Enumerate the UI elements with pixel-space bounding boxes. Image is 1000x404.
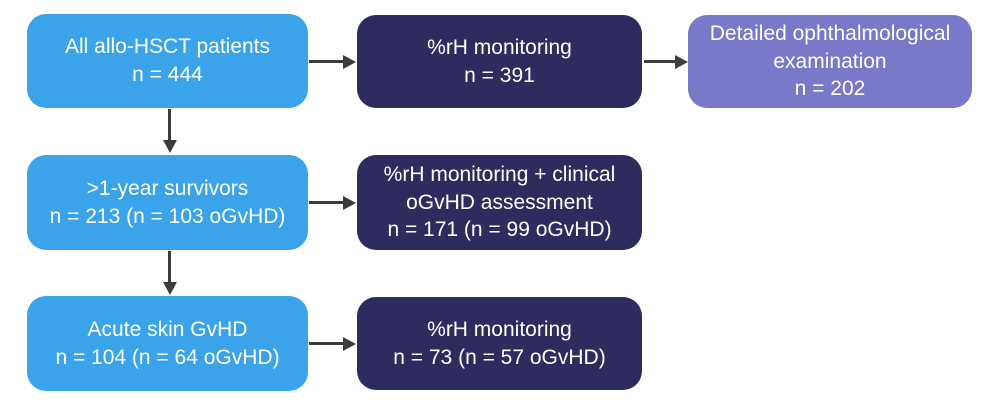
node-title: %rH monitoring	[427, 35, 572, 59]
node-title: %rH monitoring + clinical oGvHD assessme…	[383, 162, 616, 214]
node-count: n = 391	[464, 63, 535, 87]
node-title: %rH monitoring	[427, 317, 572, 341]
arrow-all-patients-to-rh-monitoring	[309, 54, 356, 69]
node-acute-skin-gvhd: Acute skin GvHD n = 104 (n = 64 oGvHD)	[27, 296, 308, 391]
node-count: n = 444	[132, 63, 203, 86]
node-title: Detailed ophthalmological examination	[709, 21, 951, 73]
node-count: n = 171 (n = 99 oGvHD)	[387, 218, 612, 242]
node-rh-monitoring-top: %rH monitoring n = 391	[357, 15, 642, 108]
arrow-acute-skin-gvhd-to-rh-monitoring	[309, 336, 356, 351]
arrow-all-patients-to-one-year-survivors	[162, 109, 177, 153]
node-title: All allo-HSCT patients	[64, 35, 271, 59]
arrow-survivors-to-rh-monitoring-clinical	[309, 195, 356, 210]
node-count: n = 213 (n = 103 oGvHD)	[49, 204, 286, 228]
node-title: Acute skin GvHD	[87, 317, 248, 341]
node-rh-monitoring-bottom: %rH monitoring n = 73 (n = 57 oGvHD)	[357, 297, 642, 390]
node-one-year-survivors: >1-year survivors n = 213 (n = 103 oGvHD…	[27, 155, 308, 250]
node-count: n = 73 (n = 57 oGvHD)	[393, 345, 606, 369]
arrow-survivors-to-acute-skin-gvhd	[162, 251, 177, 295]
node-title: >1-year survivors	[86, 176, 249, 200]
node-all-allo-hsct-patients: All allo-HSCT patients n = 444	[27, 14, 308, 108]
arrow-rh-monitoring-to-ophthalmological-exam	[644, 54, 688, 69]
node-count: n = 104 (n = 64 oGvHD)	[55, 345, 280, 369]
node-count: n = 202	[794, 77, 866, 101]
node-detailed-ophthalmological-examination: Detailed ophthalmological examination n …	[688, 15, 972, 108]
node-rh-monitoring-clinical-ogvhd: %rH monitoring + clinical oGvHD assessme…	[357, 155, 642, 250]
